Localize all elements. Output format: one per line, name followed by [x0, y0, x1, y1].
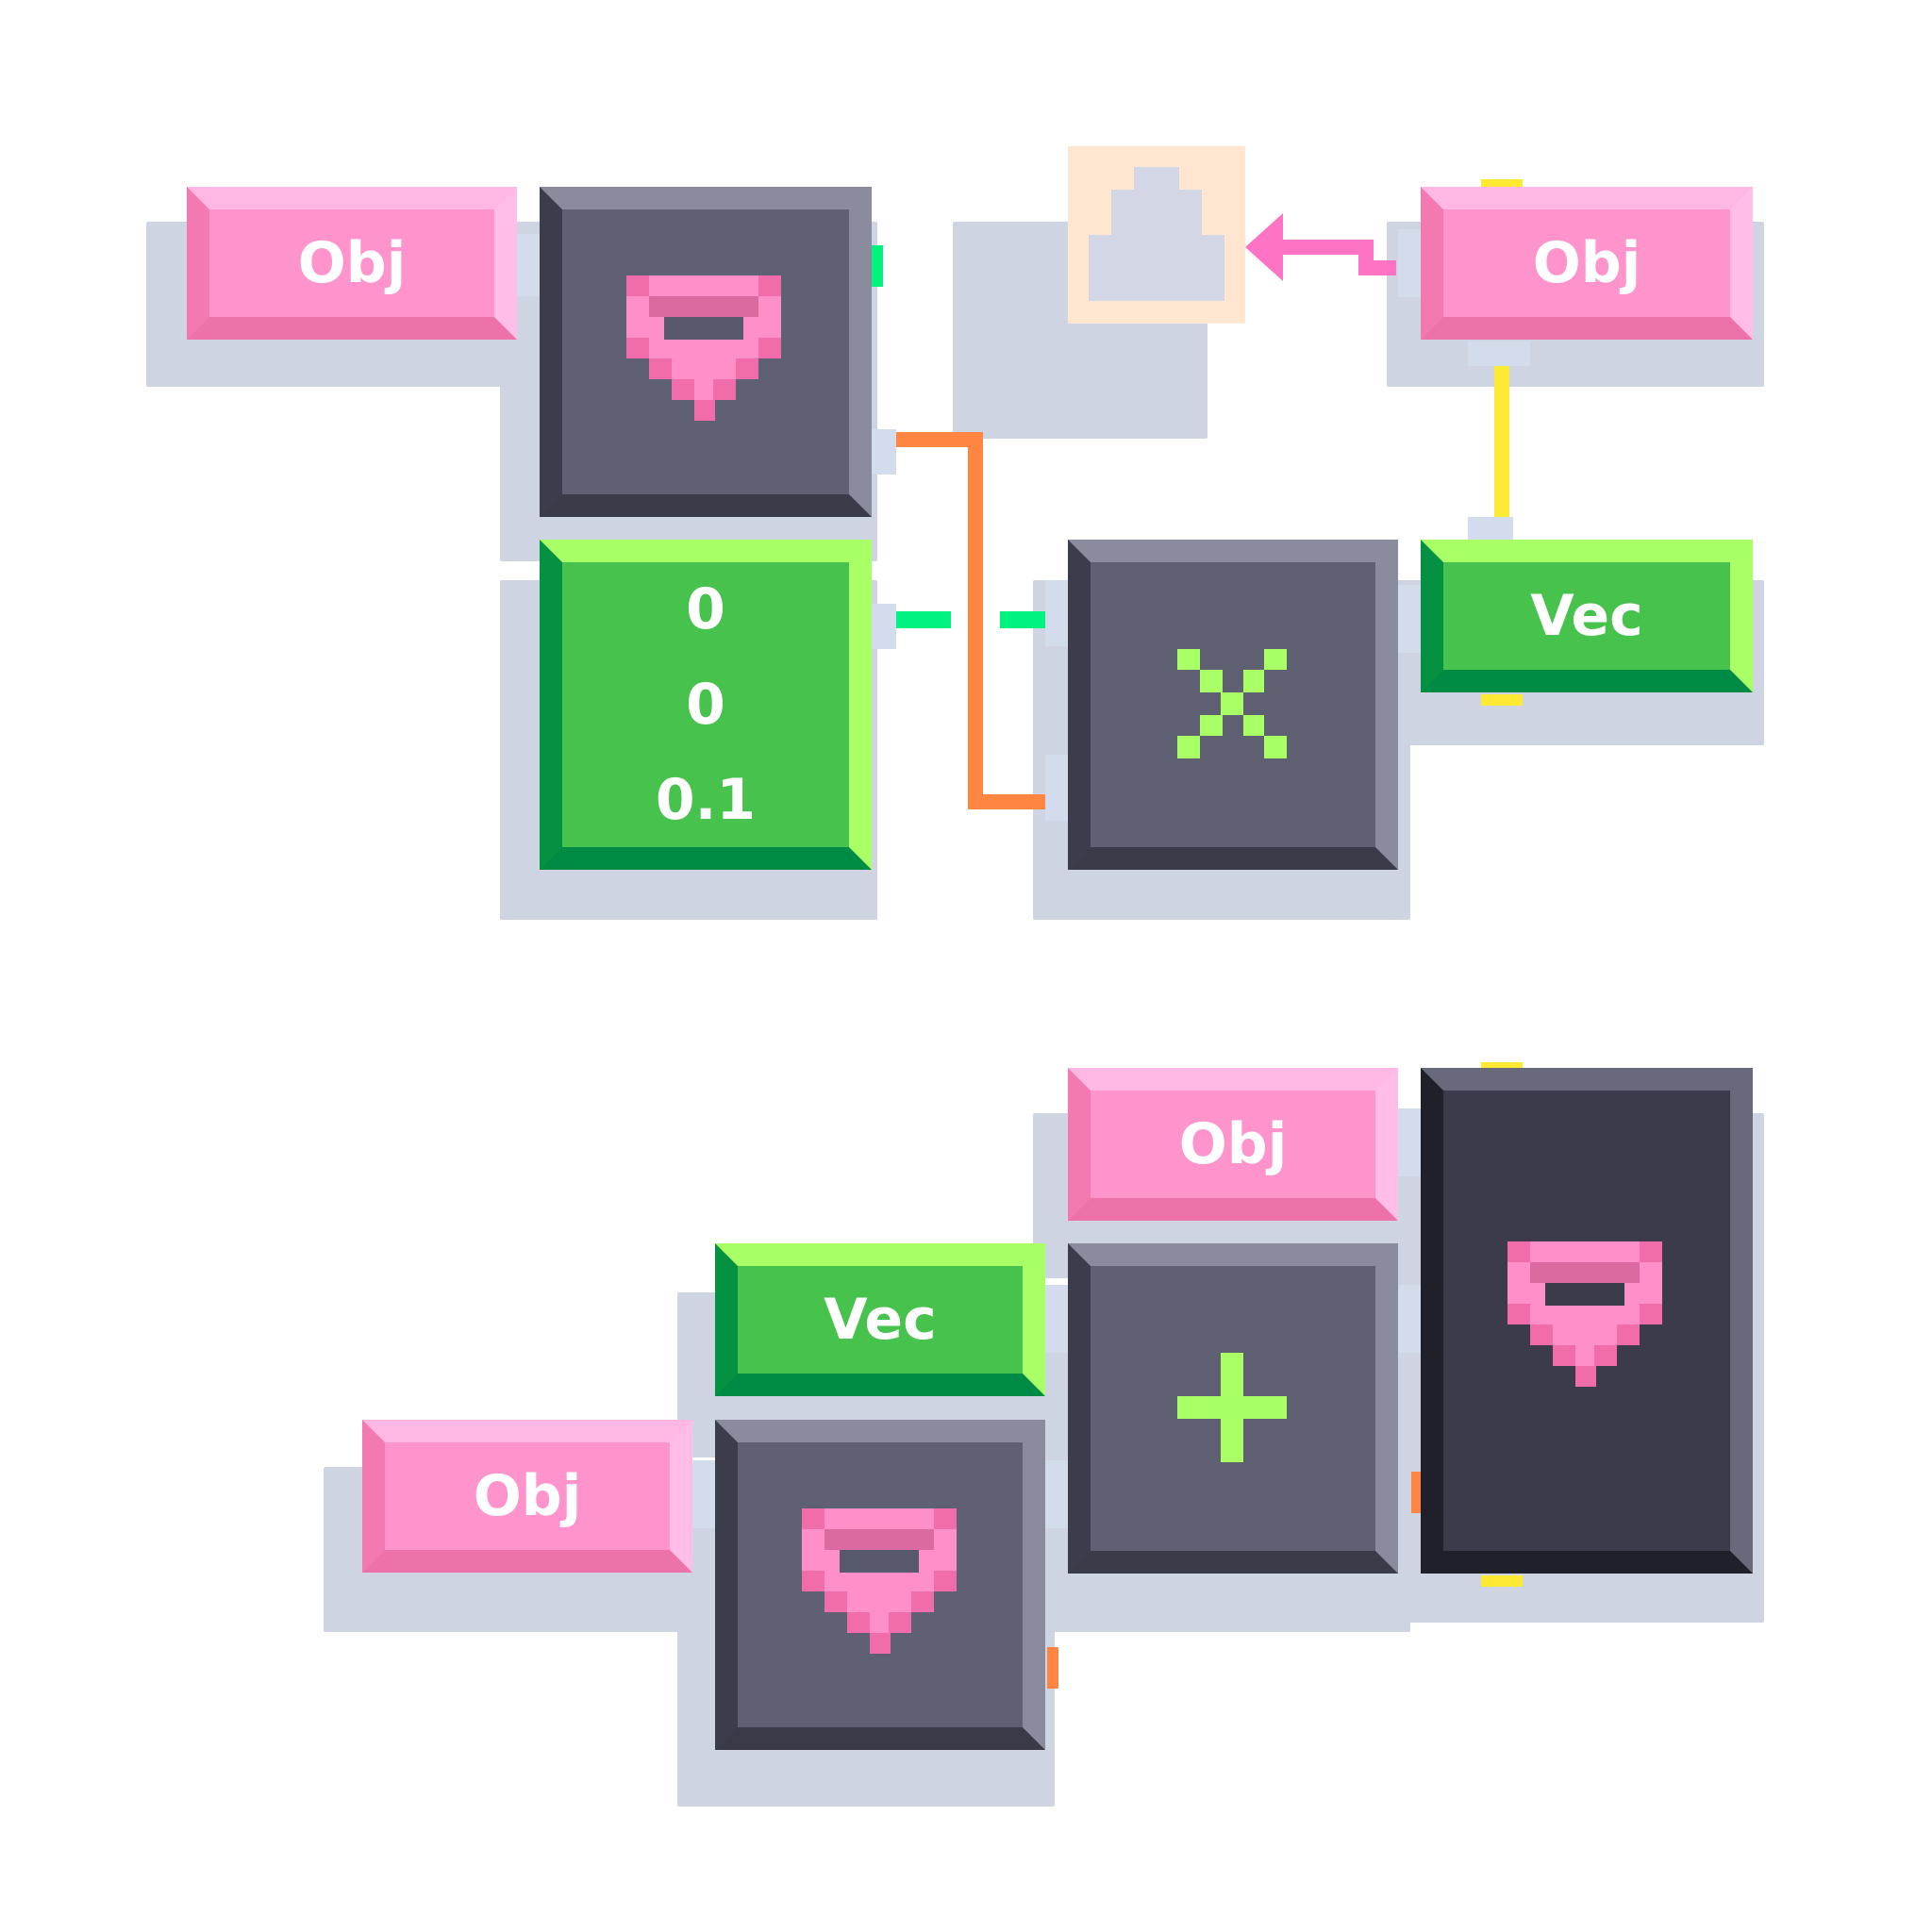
wire-pink: [1358, 260, 1396, 275]
vector-node[interactable]: Vec: [715, 1243, 1045, 1396]
vector-node[interactable]: Vec: [1421, 540, 1753, 692]
arrow-head-icon: [1245, 213, 1283, 281]
pink-pin-icon: [802, 1508, 957, 1654]
port[interactable]: [1468, 517, 1513, 541]
port-stub-orange: [1411, 1472, 1423, 1513]
node-label: Obj: [1178, 1111, 1288, 1177]
port[interactable]: [517, 234, 541, 296]
get-component-node[interactable]: [1421, 1068, 1753, 1574]
multiply-node[interactable]: [1068, 540, 1398, 870]
wire-orange: [968, 432, 983, 809]
wire-orange: [896, 432, 983, 447]
get-component-node[interactable]: [540, 187, 872, 517]
port[interactable]: [1398, 1285, 1423, 1353]
triangle-target-icon: [1089, 167, 1224, 301]
target-node[interactable]: [1068, 146, 1245, 324]
object-node[interactable]: Obj: [1068, 1068, 1398, 1221]
node-label: Obj: [297, 230, 407, 296]
node-label: Vec: [824, 1287, 937, 1353]
wire-yellow: [1494, 366, 1509, 525]
wire-yellow: [1481, 694, 1523, 706]
wire-green: [896, 611, 951, 628]
port[interactable]: [872, 429, 896, 475]
vector-values: 0 0 0.1: [562, 562, 849, 847]
vector-value-node[interactable]: 0 0 0.1: [540, 540, 872, 870]
port[interactable]: [1398, 1108, 1423, 1176]
port-stub-orange: [1047, 1647, 1058, 1689]
node-label: Obj: [1532, 230, 1641, 296]
node-label: Vec: [1530, 583, 1643, 649]
port[interactable]: [1398, 585, 1423, 653]
multiply-icon: [1177, 649, 1287, 758]
pink-pin-icon: [1507, 1241, 1662, 1387]
port[interactable]: [692, 1460, 717, 1528]
wire-orange: [968, 794, 1053, 809]
port-stub-green: [872, 245, 883, 287]
object-node[interactable]: Obj: [187, 187, 517, 340]
object-node[interactable]: Obj: [1421, 187, 1753, 340]
add-node[interactable]: [1068, 1243, 1398, 1574]
wire-green: [1000, 611, 1053, 628]
vector-y-value[interactable]: 0: [686, 671, 725, 738]
port[interactable]: [1045, 755, 1070, 821]
port[interactable]: [1468, 341, 1530, 366]
wire-yellow: [1481, 1575, 1523, 1587]
pink-pin-icon: [626, 275, 781, 421]
node-label: Obj: [473, 1463, 582, 1529]
object-node[interactable]: Obj: [362, 1420, 692, 1573]
port[interactable]: [1398, 229, 1423, 297]
vector-z-value[interactable]: 0.1: [655, 766, 757, 833]
port[interactable]: [1045, 580, 1070, 646]
plus-icon: [1177, 1353, 1287, 1462]
wire-pink: [1278, 240, 1368, 255]
port[interactable]: [872, 604, 896, 649]
vector-x-value[interactable]: 0: [686, 576, 725, 643]
port[interactable]: [1045, 1460, 1070, 1528]
port[interactable]: [1045, 1285, 1070, 1353]
get-component-node[interactable]: [715, 1420, 1045, 1750]
